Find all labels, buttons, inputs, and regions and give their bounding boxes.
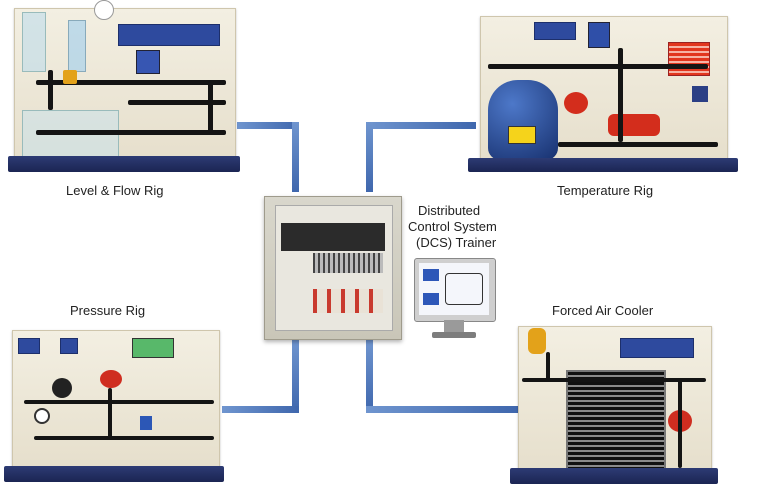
tank-icon <box>488 80 558 160</box>
pipe <box>48 70 53 110</box>
rig-base <box>468 158 738 172</box>
clear-tank <box>22 12 46 72</box>
dcs-label-line3: (DCS) Trainer <box>416 235 497 250</box>
connector-forcedair-h <box>366 406 518 413</box>
pipe <box>36 80 226 85</box>
rig-base <box>510 468 718 484</box>
level-flow-label: Level & Flow Rig <box>66 183 164 198</box>
pipe <box>488 64 708 69</box>
valve-icon <box>100 370 122 388</box>
heater-icon <box>668 42 710 76</box>
pipe <box>128 100 226 105</box>
rig-panel <box>12 330 220 468</box>
controller-box <box>136 50 160 74</box>
screen-diagram <box>445 273 483 305</box>
dcs-label-line1: Distributed <box>418 203 481 218</box>
monitor-screen <box>419 263 489 315</box>
heat-exchanger-icon <box>608 114 660 136</box>
pump-icon <box>564 92 588 114</box>
pipe <box>208 80 213 135</box>
pipe <box>24 400 214 404</box>
pipe <box>36 130 226 135</box>
rig-base <box>4 466 224 482</box>
display-panel <box>534 22 576 40</box>
valve-icon <box>63 70 77 84</box>
tank-icon <box>528 328 546 354</box>
connector-temperature-v <box>366 122 373 192</box>
connector-pressure-v <box>292 340 299 413</box>
display-panel <box>620 338 694 358</box>
connector-levelflow-v <box>292 122 299 192</box>
pipe <box>522 378 706 382</box>
pump-icon <box>52 378 72 398</box>
display-panel <box>118 24 220 46</box>
radiator-coil <box>566 370 666 474</box>
controller-box <box>588 22 610 48</box>
dcs-label-line2: Control System <box>408 219 497 234</box>
cable-bundle <box>313 253 383 273</box>
pipe <box>108 388 112 440</box>
connector-forcedair-v <box>366 340 373 413</box>
terminal-block <box>313 289 383 313</box>
warning-icon <box>508 126 536 144</box>
level-flow-rig <box>8 0 240 176</box>
monitor-stand <box>444 320 464 332</box>
forced-air-cooler <box>510 322 718 488</box>
monitor <box>414 258 496 340</box>
screen-widget <box>423 293 439 305</box>
connector-levelflow-h <box>237 122 299 129</box>
pipe <box>558 142 718 147</box>
pipe <box>34 436 214 440</box>
pipe <box>678 378 682 468</box>
display-panel <box>18 338 40 354</box>
pipe <box>546 352 550 382</box>
pressure-rig <box>4 326 224 486</box>
forced-air-label: Forced Air Cooler <box>552 303 654 318</box>
display-panel <box>60 338 78 354</box>
temperature-label: Temperature Rig <box>557 183 654 198</box>
temperature-rig <box>468 8 738 176</box>
pipe <box>618 48 623 142</box>
rig-base <box>8 156 240 172</box>
clear-tank <box>68 20 86 72</box>
io-module <box>281 223 385 251</box>
gauge-panel <box>132 338 174 358</box>
pressure-label: Pressure Rig <box>70 303 146 318</box>
screen-widget <box>423 269 439 281</box>
fan-icon <box>94 0 114 20</box>
valve-icon <box>140 416 152 430</box>
dcs-cabinet <box>264 196 402 340</box>
gauge-icon <box>34 408 50 424</box>
connector-temperature-h <box>366 122 476 129</box>
monitor-foot <box>432 332 476 338</box>
connector-pressure-h <box>222 406 299 413</box>
controller-box <box>692 86 708 102</box>
